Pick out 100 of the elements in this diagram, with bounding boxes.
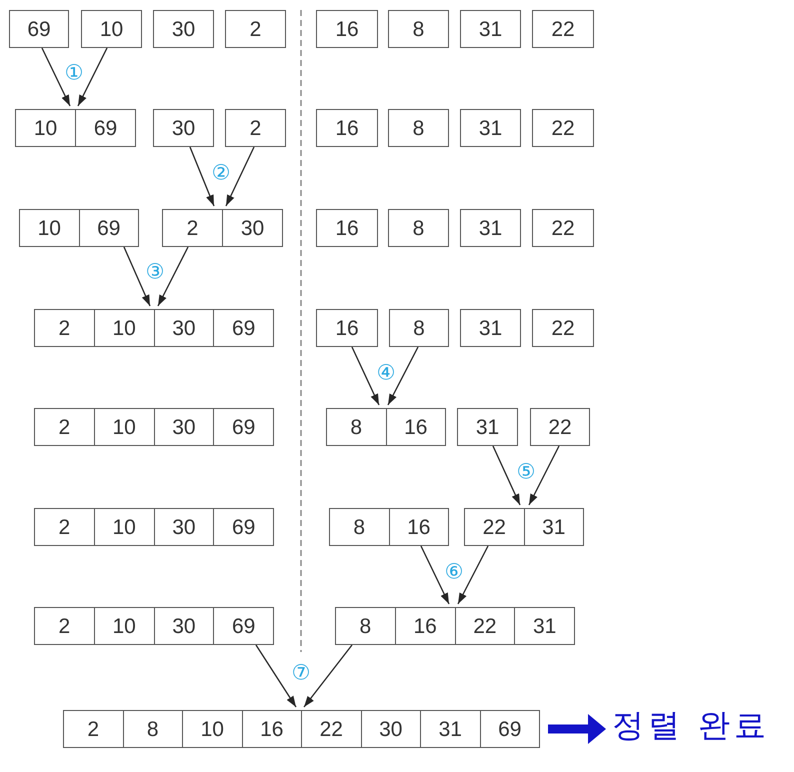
arrow	[189, 146, 215, 206]
array-box	[162, 209, 283, 247]
array-value: 69	[232, 516, 256, 538]
array-box	[530, 408, 590, 446]
array-value: 30	[172, 516, 196, 538]
arrow	[548, 714, 606, 744]
array-value: 2	[58, 318, 70, 338]
array-value: 8	[146, 718, 159, 740]
array-value: 22	[473, 616, 497, 636]
step-number: ③	[146, 262, 164, 282]
array-value: 69	[94, 118, 118, 138]
array-box	[316, 309, 378, 347]
array-value: 16	[413, 616, 437, 636]
arrow	[123, 246, 151, 306]
array-value: 69	[232, 616, 256, 636]
array-box	[532, 309, 594, 347]
array-value: 30	[172, 318, 196, 338]
array-value: 2	[250, 18, 262, 40]
step-number: ⑥	[444, 562, 464, 582]
array-value: 31	[438, 718, 462, 740]
array-box	[532, 109, 594, 147]
array-value: 16	[407, 516, 430, 538]
array-value: 16	[335, 218, 359, 238]
step-number: ⑦	[292, 662, 310, 684]
array-box	[153, 109, 214, 147]
array-box	[225, 109, 286, 147]
arrow	[492, 446, 521, 506]
array-box	[15, 109, 136, 147]
array-box	[457, 408, 518, 446]
array-box	[34, 309, 274, 347]
arrow	[255, 644, 297, 708]
array-box	[316, 10, 378, 48]
array-box	[388, 10, 449, 48]
array-value: 30	[240, 218, 264, 238]
array-box	[460, 109, 521, 147]
array-box	[81, 10, 142, 48]
array-box	[316, 109, 378, 147]
array-box	[460, 10, 521, 48]
array-value: 16	[335, 18, 359, 40]
array-value: 10	[100, 18, 124, 40]
array-value: 16	[335, 318, 359, 338]
array-value: 69	[498, 718, 522, 740]
arrow	[41, 48, 71, 106]
array-value: 8	[413, 318, 425, 338]
array-value: 69	[27, 18, 51, 40]
array-box	[460, 209, 521, 247]
array-value: 10	[200, 718, 224, 740]
array-box	[464, 508, 584, 546]
array-box	[335, 607, 575, 645]
array-value: 8	[412, 218, 424, 238]
arrow	[351, 346, 380, 406]
arrow	[420, 546, 450, 604]
array-value: 22	[551, 118, 575, 138]
array-value: 2	[186, 218, 198, 238]
array-value: 8	[350, 416, 362, 438]
array-box	[316, 209, 378, 247]
array-value: 31	[476, 416, 500, 438]
array-value: 69	[97, 218, 120, 238]
array-box	[460, 309, 521, 347]
array-box	[389, 309, 449, 347]
array-value: 2	[58, 416, 70, 438]
array-value: 10	[112, 416, 136, 438]
arrow	[528, 446, 560, 506]
array-value: 2	[250, 118, 262, 138]
array-box	[532, 209, 594, 247]
array-value: 22	[551, 318, 575, 338]
array-value: 31	[478, 118, 502, 138]
array-value: 8	[353, 516, 366, 538]
arrow	[303, 644, 353, 708]
array-value: 69	[232, 416, 256, 438]
step-number: ⑤	[516, 462, 536, 482]
array-value: 22	[320, 718, 343, 740]
arrow	[77, 48, 108, 106]
completion-label: 정렬 완료	[612, 709, 770, 743]
array-value: 31	[478, 218, 502, 238]
array-value: 30	[172, 118, 196, 138]
arrow	[387, 346, 419, 406]
array-value: 2	[58, 616, 70, 636]
arrow	[157, 246, 189, 306]
array-value: 2	[58, 516, 70, 538]
array-value: 2	[87, 718, 100, 740]
array-value: 30	[172, 18, 196, 40]
array-box	[34, 607, 274, 645]
array-value: 10	[112, 318, 136, 338]
array-value: 8	[412, 18, 424, 40]
array-value: 10	[34, 118, 58, 138]
array-value: 30	[379, 718, 402, 740]
array-value: 16	[260, 718, 284, 740]
array-value: 10	[112, 516, 136, 538]
arrow	[457, 546, 489, 604]
array-value: 31	[542, 516, 566, 538]
array-box	[153, 10, 214, 48]
array-value: 30	[172, 416, 196, 438]
array-value: 10	[112, 616, 136, 636]
array-value: 22	[551, 18, 575, 40]
array-box	[225, 10, 286, 48]
array-value: 31	[532, 616, 556, 636]
array-value: 30	[172, 616, 196, 636]
array-value: 22	[482, 516, 506, 538]
array-value: 16	[404, 416, 428, 438]
